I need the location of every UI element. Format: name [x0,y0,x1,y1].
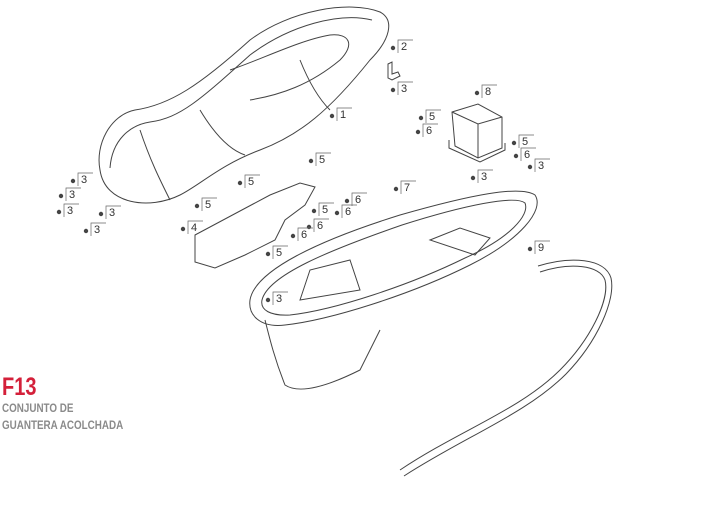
leader-line [105,205,121,219]
fastener-icon [470,175,476,181]
leader-line [425,109,441,123]
callout-seal-strip: 9 [538,242,544,254]
fastener-icon [306,224,312,230]
fastener-icon [56,209,62,215]
fastener-icon [237,180,243,186]
storage-box-part [249,190,538,390]
leader-line [477,169,493,183]
bracket-part [387,61,401,81]
callout-bolt: 3 [276,293,282,305]
leader-line [77,172,93,186]
callout-bolt: 3 [67,205,73,217]
fastener-icon [511,140,517,146]
leader-line [397,39,413,53]
callout-storage-box: 7 [404,182,410,194]
fastener-icon [390,45,396,51]
seal-strip-part [399,259,613,477]
fastener-icon [527,246,533,252]
figure-title-line2: GUANTERA ACOLCHADA [2,418,124,432]
battery-box-part [448,103,506,163]
callout-bolt: 3 [94,224,100,236]
leader-line [90,222,106,236]
fastener-icon [58,193,64,199]
callout-bolt: 3 [401,83,407,95]
fastener-icon [334,210,340,216]
callout-clip: 6 [301,229,307,241]
fastener-icon [308,158,314,164]
callout-seat: 1 [340,109,346,121]
leader-line [187,220,203,234]
fastener-icon [527,164,533,170]
leader-line [534,240,550,254]
callout-screw: 5 [248,176,254,188]
leader-line [201,197,217,211]
fastener-icon [180,226,186,232]
fastener-icon [390,87,396,93]
callout-bracket: 2 [401,41,407,53]
leader-line [272,291,288,305]
callout-bolt: 3 [81,174,87,186]
callout-screw: 5 [205,199,211,211]
leader-line [534,158,550,172]
fastener-icon [393,186,399,192]
figure-caption: F13 CONJUNTO DE GUANTERA ACOLCHADA [2,374,150,434]
callout-screw: 5 [429,111,435,123]
figure-code: F13 [2,373,37,401]
fastener-icon [265,251,271,257]
fastener-icon [311,208,317,214]
leader-line [65,187,81,201]
callout-clip: 6 [355,194,361,206]
leader-line [397,81,413,95]
fastener-icon [474,90,480,96]
leader-line [244,174,260,188]
callout-bolt: 3 [538,160,544,172]
leader-line [518,134,534,148]
leader-line [313,218,329,232]
leader-line [341,204,357,218]
callout-bolt: 3 [109,207,115,219]
fastener-icon [418,115,424,121]
leader-line [315,152,331,166]
callout-bolt: 3 [481,171,487,183]
leader-line [297,227,313,241]
callout-clip: 6 [345,206,351,218]
fastener-icon [70,178,76,184]
callout-screw: 5 [319,154,325,166]
callout-clip: 6 [524,149,530,161]
fastener-icon [194,203,200,209]
callout-battery-box: 8 [485,86,491,98]
callout-screw: 5 [322,204,328,216]
fastener-icon [415,129,421,135]
fastener-icon [513,153,519,159]
leader-line [422,123,438,137]
leader-line [400,180,416,194]
callout-panel: 4 [191,222,197,234]
callout-clip: 6 [426,125,432,137]
callout-screw: 5 [276,247,282,259]
fastener-icon [98,211,104,217]
figure-title-line1: CONJUNTO DE [2,401,74,415]
leader-line [336,107,352,121]
leader-line [318,202,334,216]
seat-part [98,6,390,204]
panel-part [194,182,316,269]
callout-screw: 5 [522,136,528,148]
fastener-icon [329,113,335,119]
callout-bolt: 3 [69,189,75,201]
fastener-icon [344,198,350,204]
fastener-icon [290,233,296,239]
leader-line [272,245,288,259]
fastener-icon [265,297,271,303]
leader-line [351,192,367,206]
fastener-icon [83,228,89,234]
callout-clip: 6 [317,220,323,232]
leader-line [63,203,79,217]
leader-line [481,84,497,98]
leader-line [520,147,536,161]
